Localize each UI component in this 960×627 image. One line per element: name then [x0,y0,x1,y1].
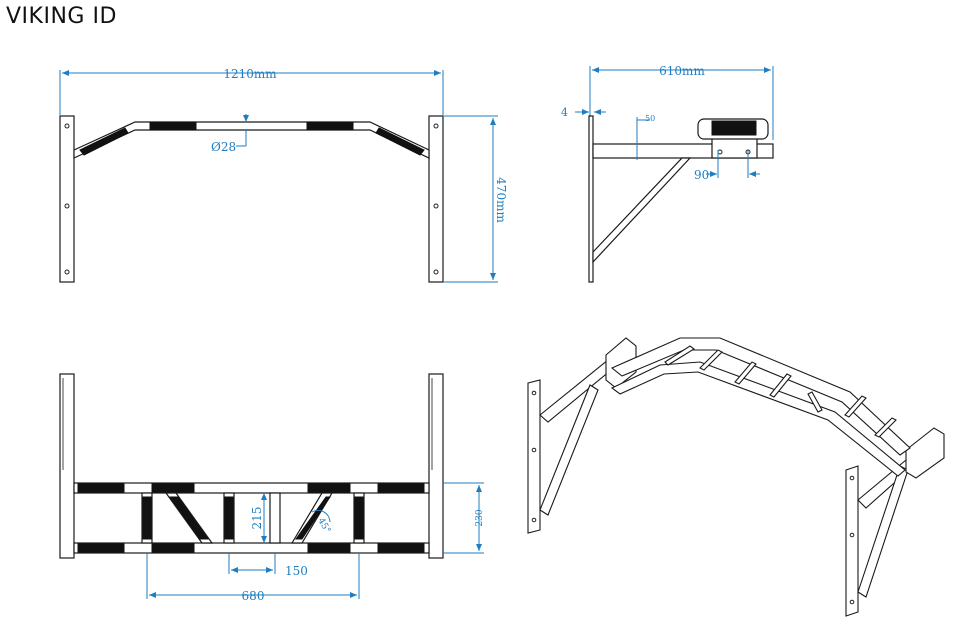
side-grip [711,120,757,136]
rung-spacing-label: 150 [285,564,308,578]
bar-diameter-label: Ø28 [211,140,236,154]
front-view: 1210mm Ø28 470mm [59,67,508,283]
rung-span-label: 680 [242,589,265,603]
bracket-width-label: 90 [694,168,709,182]
grip-right-angled [375,127,425,156]
page-title: VIKING ID [6,4,117,29]
left-post [59,373,75,559]
side-view: 610mm 4 50 90 [561,64,774,283]
right-wall-plate [428,115,444,283]
front-height-label: 470mm [494,177,508,223]
front-bar [73,121,430,159]
plate-thickness-label: 4 [561,106,568,119]
front-width-label: 1210mm [223,67,277,81]
grip-left [149,121,197,131]
isometric-view [527,337,945,617]
grip-left-angled [79,127,129,156]
bar-rise-label: 50 [645,114,655,123]
side-depth-label: 610mm [659,64,705,78]
grip-right [306,121,354,131]
top-depth-label: 230 [475,509,485,526]
side-brace [592,157,692,264]
right-post [428,373,444,559]
top-view: 215 45° 230 150 680 [59,373,485,603]
left-wall-plate [59,115,75,283]
rung-gap-label: 215 [250,507,264,530]
